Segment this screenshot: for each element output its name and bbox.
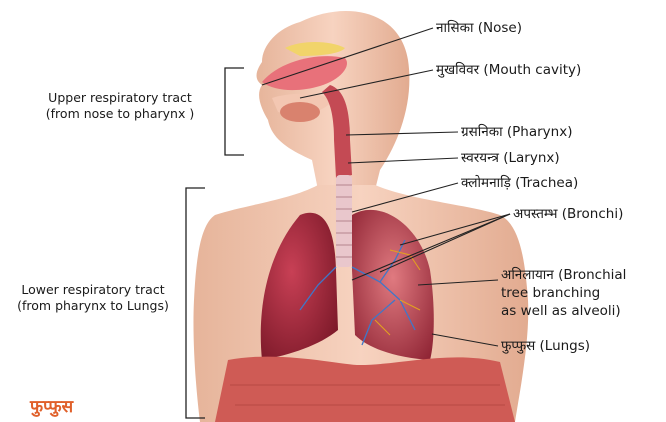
tongue-shape [280,102,320,122]
label-mouth-cavity: मुखविवर (Mouth cavity) [436,62,581,79]
label-larynx: स्वरयन्त्र (Larynx) [461,150,560,167]
label-bronchial-tree-line-3: as well as alveoli) [501,303,621,320]
label-pharynx: ग्रसनिका (Pharynx) [461,124,572,141]
lower-tract-line-2: (from pharynx to Lungs) [0,298,186,314]
upper-tract-line-1: Upper respiratory tract [25,90,215,106]
lower-tract-line-1: Lower respiratory tract [0,282,186,298]
label-nose: नासिका (Nose) [436,20,522,37]
diaphragm-muscle [215,357,515,422]
upper-tract-line-2: (from nose to pharynx ) [25,106,215,122]
label-lungs: फुप्फुस (Lungs) [501,338,590,355]
label-bronchi: अपस्तम्भ (Bronchi) [513,206,623,223]
label-bronchial-tree-line-2: tree branching [501,285,600,302]
upper-tract-bracket [225,68,244,155]
label-trachea: क्लोमनाड़ि (Trachea) [461,175,578,192]
label-bronchial-tree-line-1: अनिलायान (Bronchial [501,267,626,284]
brand-title: फुप्फुस [30,394,73,417]
trachea-shape [336,175,352,267]
